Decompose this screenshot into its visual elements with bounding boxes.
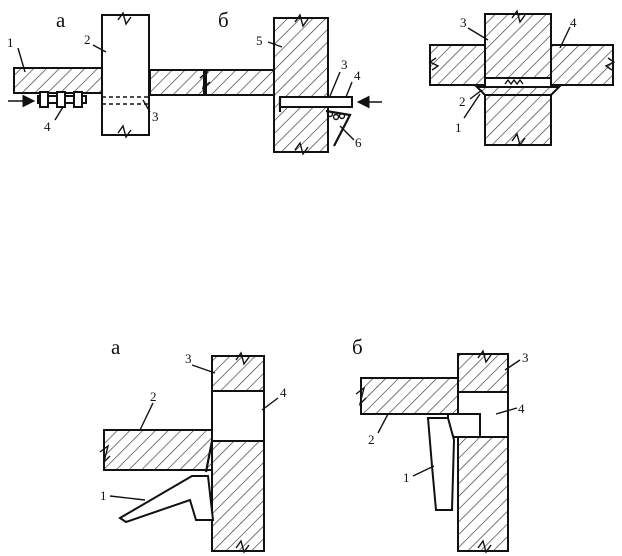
break-bottom-c: [511, 132, 526, 147]
leader-ba1: [109, 495, 146, 501]
label-ba3: 3: [185, 351, 192, 366]
label-a: а: [56, 8, 66, 32]
break-bottom-bb: [477, 539, 492, 554]
floor-slab-mid-2: [205, 69, 275, 96]
wall-lower-b: [457, 436, 509, 552]
slab: [103, 429, 213, 471]
column-post: [101, 14, 150, 136]
label-bb1: 1: [403, 470, 410, 485]
leader-c4: [559, 26, 571, 49]
leader-bb1: [412, 465, 435, 477]
wall-opening: [211, 390, 265, 442]
wall-upper-b: [457, 353, 509, 393]
break-left-ba: [99, 444, 111, 465]
top-figure-c: 3 4 2 1: [428, 9, 616, 147]
leader-ba2: [139, 402, 154, 431]
break-mark-top: [117, 11, 132, 26]
wall-upper: [211, 355, 265, 392]
label-bottom-a: а: [111, 335, 121, 359]
break-top-c: [511, 9, 526, 24]
wall: [273, 17, 329, 153]
leader-4: [54, 106, 64, 121]
floor-slab-left: [13, 67, 103, 94]
label-6: 6: [355, 135, 362, 150]
label-2: 2: [84, 32, 91, 47]
leader-bb2: [377, 413, 389, 434]
beam-insert: [279, 96, 353, 108]
leader-c1: [463, 93, 481, 119]
hook-bracket: [118, 475, 215, 524]
slab-right: [550, 44, 614, 86]
break-right-c: [604, 57, 616, 71]
break-bottom-ba: [235, 539, 250, 554]
leader-5: [267, 41, 283, 48]
label-c1: 1: [455, 120, 462, 135]
label-c4: 4: [570, 15, 577, 30]
floor-slab-mid-1: [149, 69, 205, 96]
leader-1: [17, 47, 26, 73]
zigzag-connector: [504, 78, 524, 86]
bracket-6: [325, 109, 352, 147]
leader-2: [92, 44, 107, 53]
bolt-chain: [37, 91, 87, 108]
top-figure-b: б 5 3 4 6: [149, 8, 382, 156]
leader-3b: [329, 71, 341, 97]
label-ba4: 4: [280, 385, 287, 400]
label-bb2: 2: [368, 432, 375, 447]
slab-b: [360, 377, 459, 415]
break-top-ba: [235, 351, 250, 366]
leader-c3: [467, 27, 489, 41]
grout-layer: [474, 86, 562, 96]
leader-bb4: [495, 407, 518, 415]
break-mark-slab: [199, 70, 211, 90]
label-bb3: 3: [522, 350, 529, 365]
label-c3: 3: [460, 15, 467, 30]
label-b: б: [218, 8, 229, 32]
column-upper: [484, 13, 552, 79]
label-bottom-b: б: [352, 335, 363, 359]
leader-4b: [345, 81, 353, 98]
break-left-bb: [355, 386, 367, 407]
break-top-bb: [477, 349, 492, 364]
label-bb4: 4: [518, 401, 525, 416]
bottom-figure-b: б 3 4 2 1: [352, 335, 529, 554]
top-figure-a: а 1 2 3 4: [7, 8, 159, 139]
slab-left: [429, 44, 486, 86]
bracket-strut: [204, 440, 214, 473]
break-mark-wall-bottom: [294, 141, 309, 156]
label-3: 3: [152, 109, 159, 124]
label-5: 5: [256, 33, 263, 48]
label-c2: 2: [459, 94, 466, 109]
label-3: 3: [341, 57, 348, 72]
leader-bb3: [504, 359, 521, 371]
leader-6: [339, 125, 355, 141]
wall-lower: [211, 440, 265, 552]
label-4: 4: [44, 119, 51, 134]
leader-c2: [469, 89, 483, 100]
break-mark-wall-top: [294, 13, 309, 28]
break-mark-bottom: [117, 124, 132, 139]
label-4: 4: [354, 68, 361, 83]
leader-ba4: [261, 397, 279, 411]
hook-bracket-b: [426, 417, 456, 511]
label-ba2: 2: [150, 389, 157, 404]
label-1: 1: [7, 35, 14, 50]
label-ba1: 1: [100, 488, 107, 503]
bottom-figure-a: а 3 4 2 1: [99, 335, 287, 554]
leader-ba3: [191, 364, 216, 374]
break-left-c: [428, 57, 440, 71]
leader-3: [142, 99, 151, 113]
